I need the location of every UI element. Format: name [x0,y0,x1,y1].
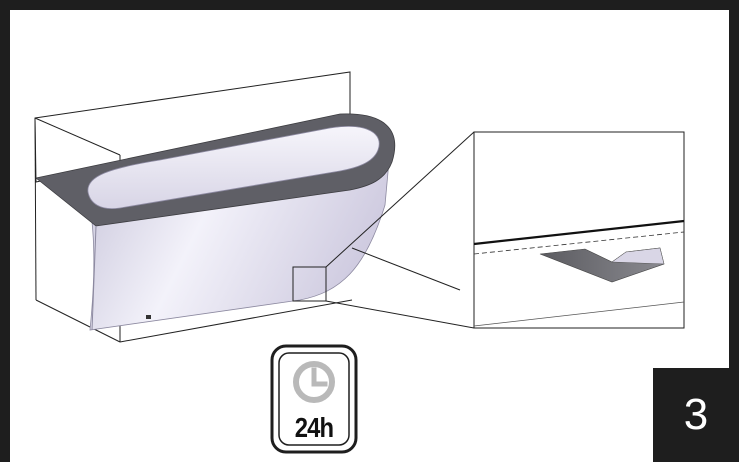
wait-time-label: 24h [294,412,334,443]
step-number: 3 [683,390,709,439]
step-number-box: 3 [653,368,739,462]
wait-time-badge: 24h [270,344,358,454]
badge-outline [270,344,358,454]
foot-pad-detail [473,219,685,327]
detail-callout [292,131,685,329]
bathtub-illustration [35,113,396,331]
clock-icon [293,361,335,403]
